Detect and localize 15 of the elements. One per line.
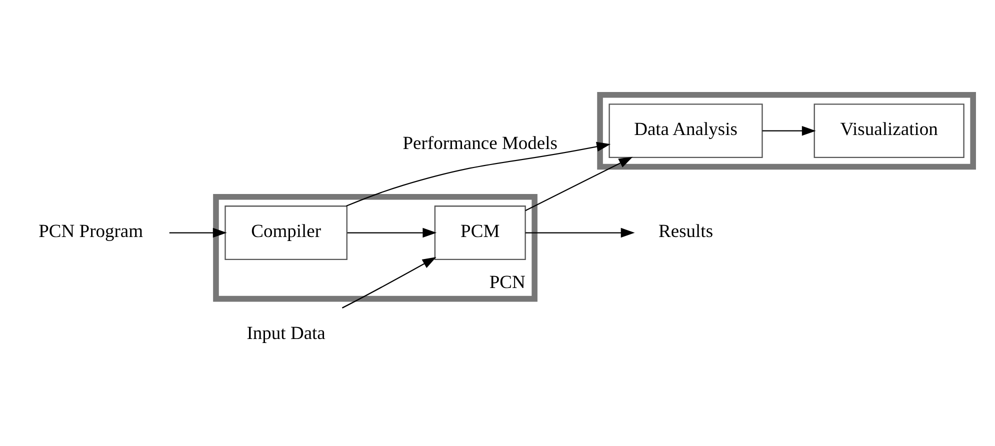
node-text: PCN Program: [38, 220, 144, 242]
node-box: PCM: [434, 205, 526, 260]
node-box: Data Analysis: [608, 103, 763, 158]
arrow: [525, 227, 635, 238]
node-box: Visualization: [814, 103, 964, 158]
arrow: [169, 227, 227, 238]
arrow: [346, 141, 611, 206]
node-box: Compiler: [224, 205, 348, 260]
node-text: Input Data: [246, 322, 326, 344]
edge-label: Performance Models: [402, 132, 558, 154]
arrow: [525, 156, 633, 211]
arrow: [347, 227, 437, 238]
node-text: Results: [658, 220, 714, 242]
arrow: [762, 125, 816, 136]
arrow: [342, 256, 436, 308]
